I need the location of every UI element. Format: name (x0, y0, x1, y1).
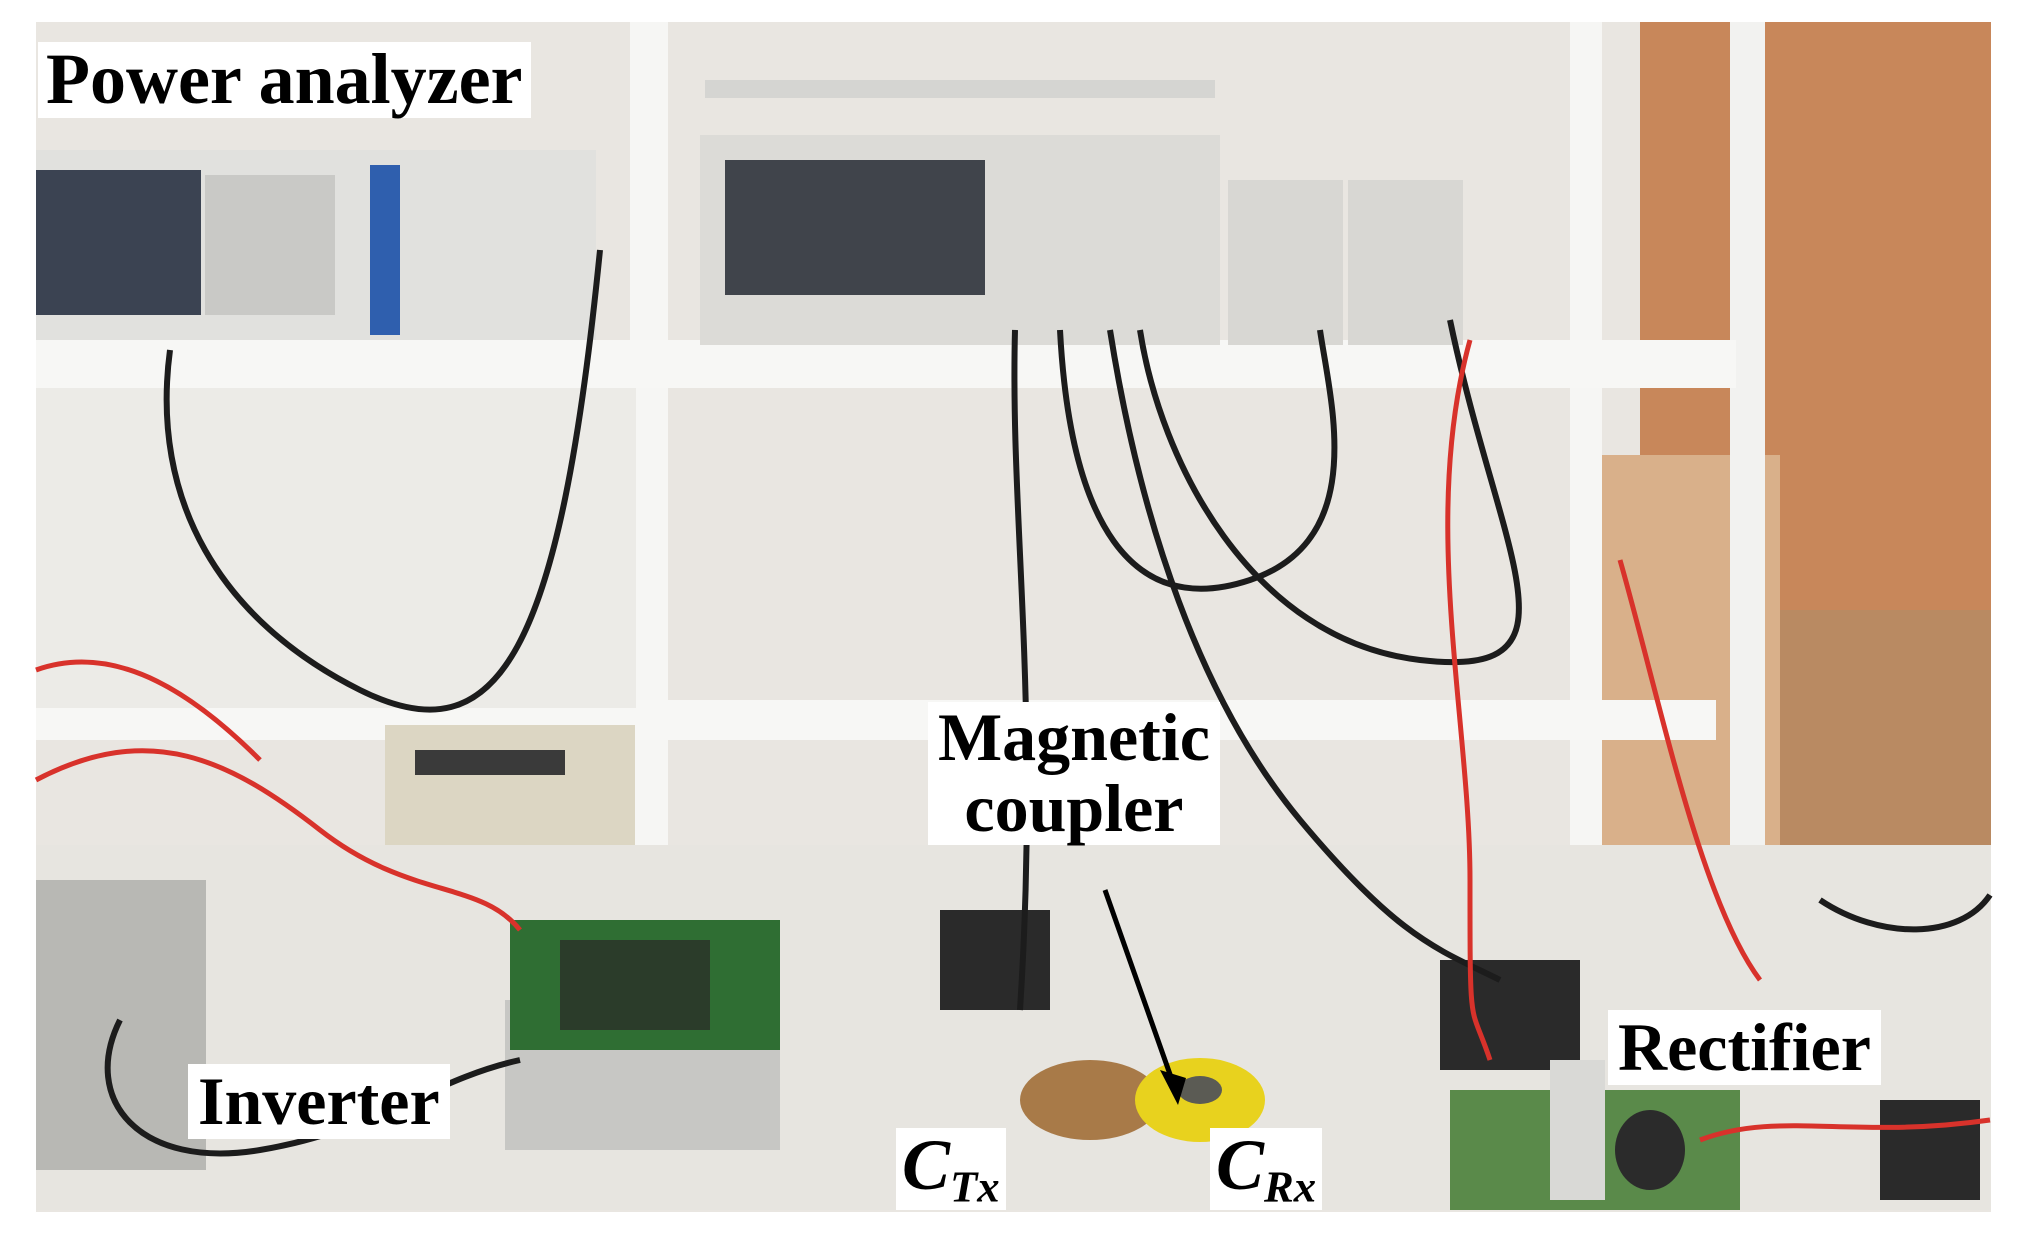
left-box (36, 880, 206, 1170)
rectifier-capacitor (1615, 1110, 1685, 1190)
cable-black-2 (1011, 329, 1030, 1011)
inverter-controller (560, 940, 710, 1030)
cable-black-1 (163, 249, 603, 713)
oscilloscope-screen (725, 160, 985, 295)
power-analyzer-keypad (205, 175, 335, 315)
power-analyzer-screen (36, 170, 201, 315)
coupler-pointer-arrow (1102, 889, 1175, 1081)
shelf-post-right (1730, 22, 1765, 882)
coupler-pointer-arrowhead (1160, 1070, 1186, 1105)
cable-red-4 (1617, 559, 1763, 982)
crx-label-sub: Rx (1264, 1161, 1317, 1212)
cable-red-5 (1699, 1117, 1991, 1143)
dc-supply-display (415, 750, 565, 775)
cable-black-3 (1057, 329, 1338, 592)
crx-label: CRx (1210, 1125, 1323, 1212)
cable-red-3 (1445, 339, 1493, 1061)
ctx-label: CTx (896, 1125, 1006, 1212)
ctx-label-sub: Tx (950, 1161, 1000, 1212)
magnetic-coupler-label: Magnetic coupler (928, 699, 1220, 847)
cable-black-5 (1137, 319, 1522, 666)
upper-shelf (36, 340, 1736, 388)
shelf-post-mid (1570, 22, 1602, 882)
oscilloscope-handle (705, 80, 1215, 98)
current-probe-3 (1880, 1100, 1980, 1200)
cable-black-4 (1107, 329, 1502, 983)
magnetic-coupler-line1: Magnetic (938, 699, 1210, 775)
probe-amp-2 (1348, 180, 1463, 345)
power-analyzer-label: Power analyzer (38, 41, 531, 118)
cable-red-2 (35, 659, 262, 762)
inverter-label: Inverter (188, 1064, 450, 1140)
magnetic-coupler-line2: coupler (964, 770, 1184, 847)
dc-supply (385, 725, 635, 845)
current-probe-2 (1440, 960, 1580, 1070)
probe-amp-1 (1228, 180, 1343, 345)
ctx-label-main: C (902, 1125, 951, 1205)
crx-label-main: C (1216, 1125, 1265, 1205)
rx-coil-center (1178, 1076, 1222, 1104)
rectifier-heatsink (1550, 1060, 1605, 1200)
tx-coil (1020, 1060, 1160, 1140)
power-analyzer-handle (370, 165, 400, 335)
current-probe-1 (940, 910, 1050, 1010)
rectifier-label: Rectifier (1608, 1010, 1881, 1086)
cable-black-7 (1818, 893, 1993, 933)
left-cabinet (36, 388, 636, 708)
cable-red-1 (34, 748, 522, 932)
